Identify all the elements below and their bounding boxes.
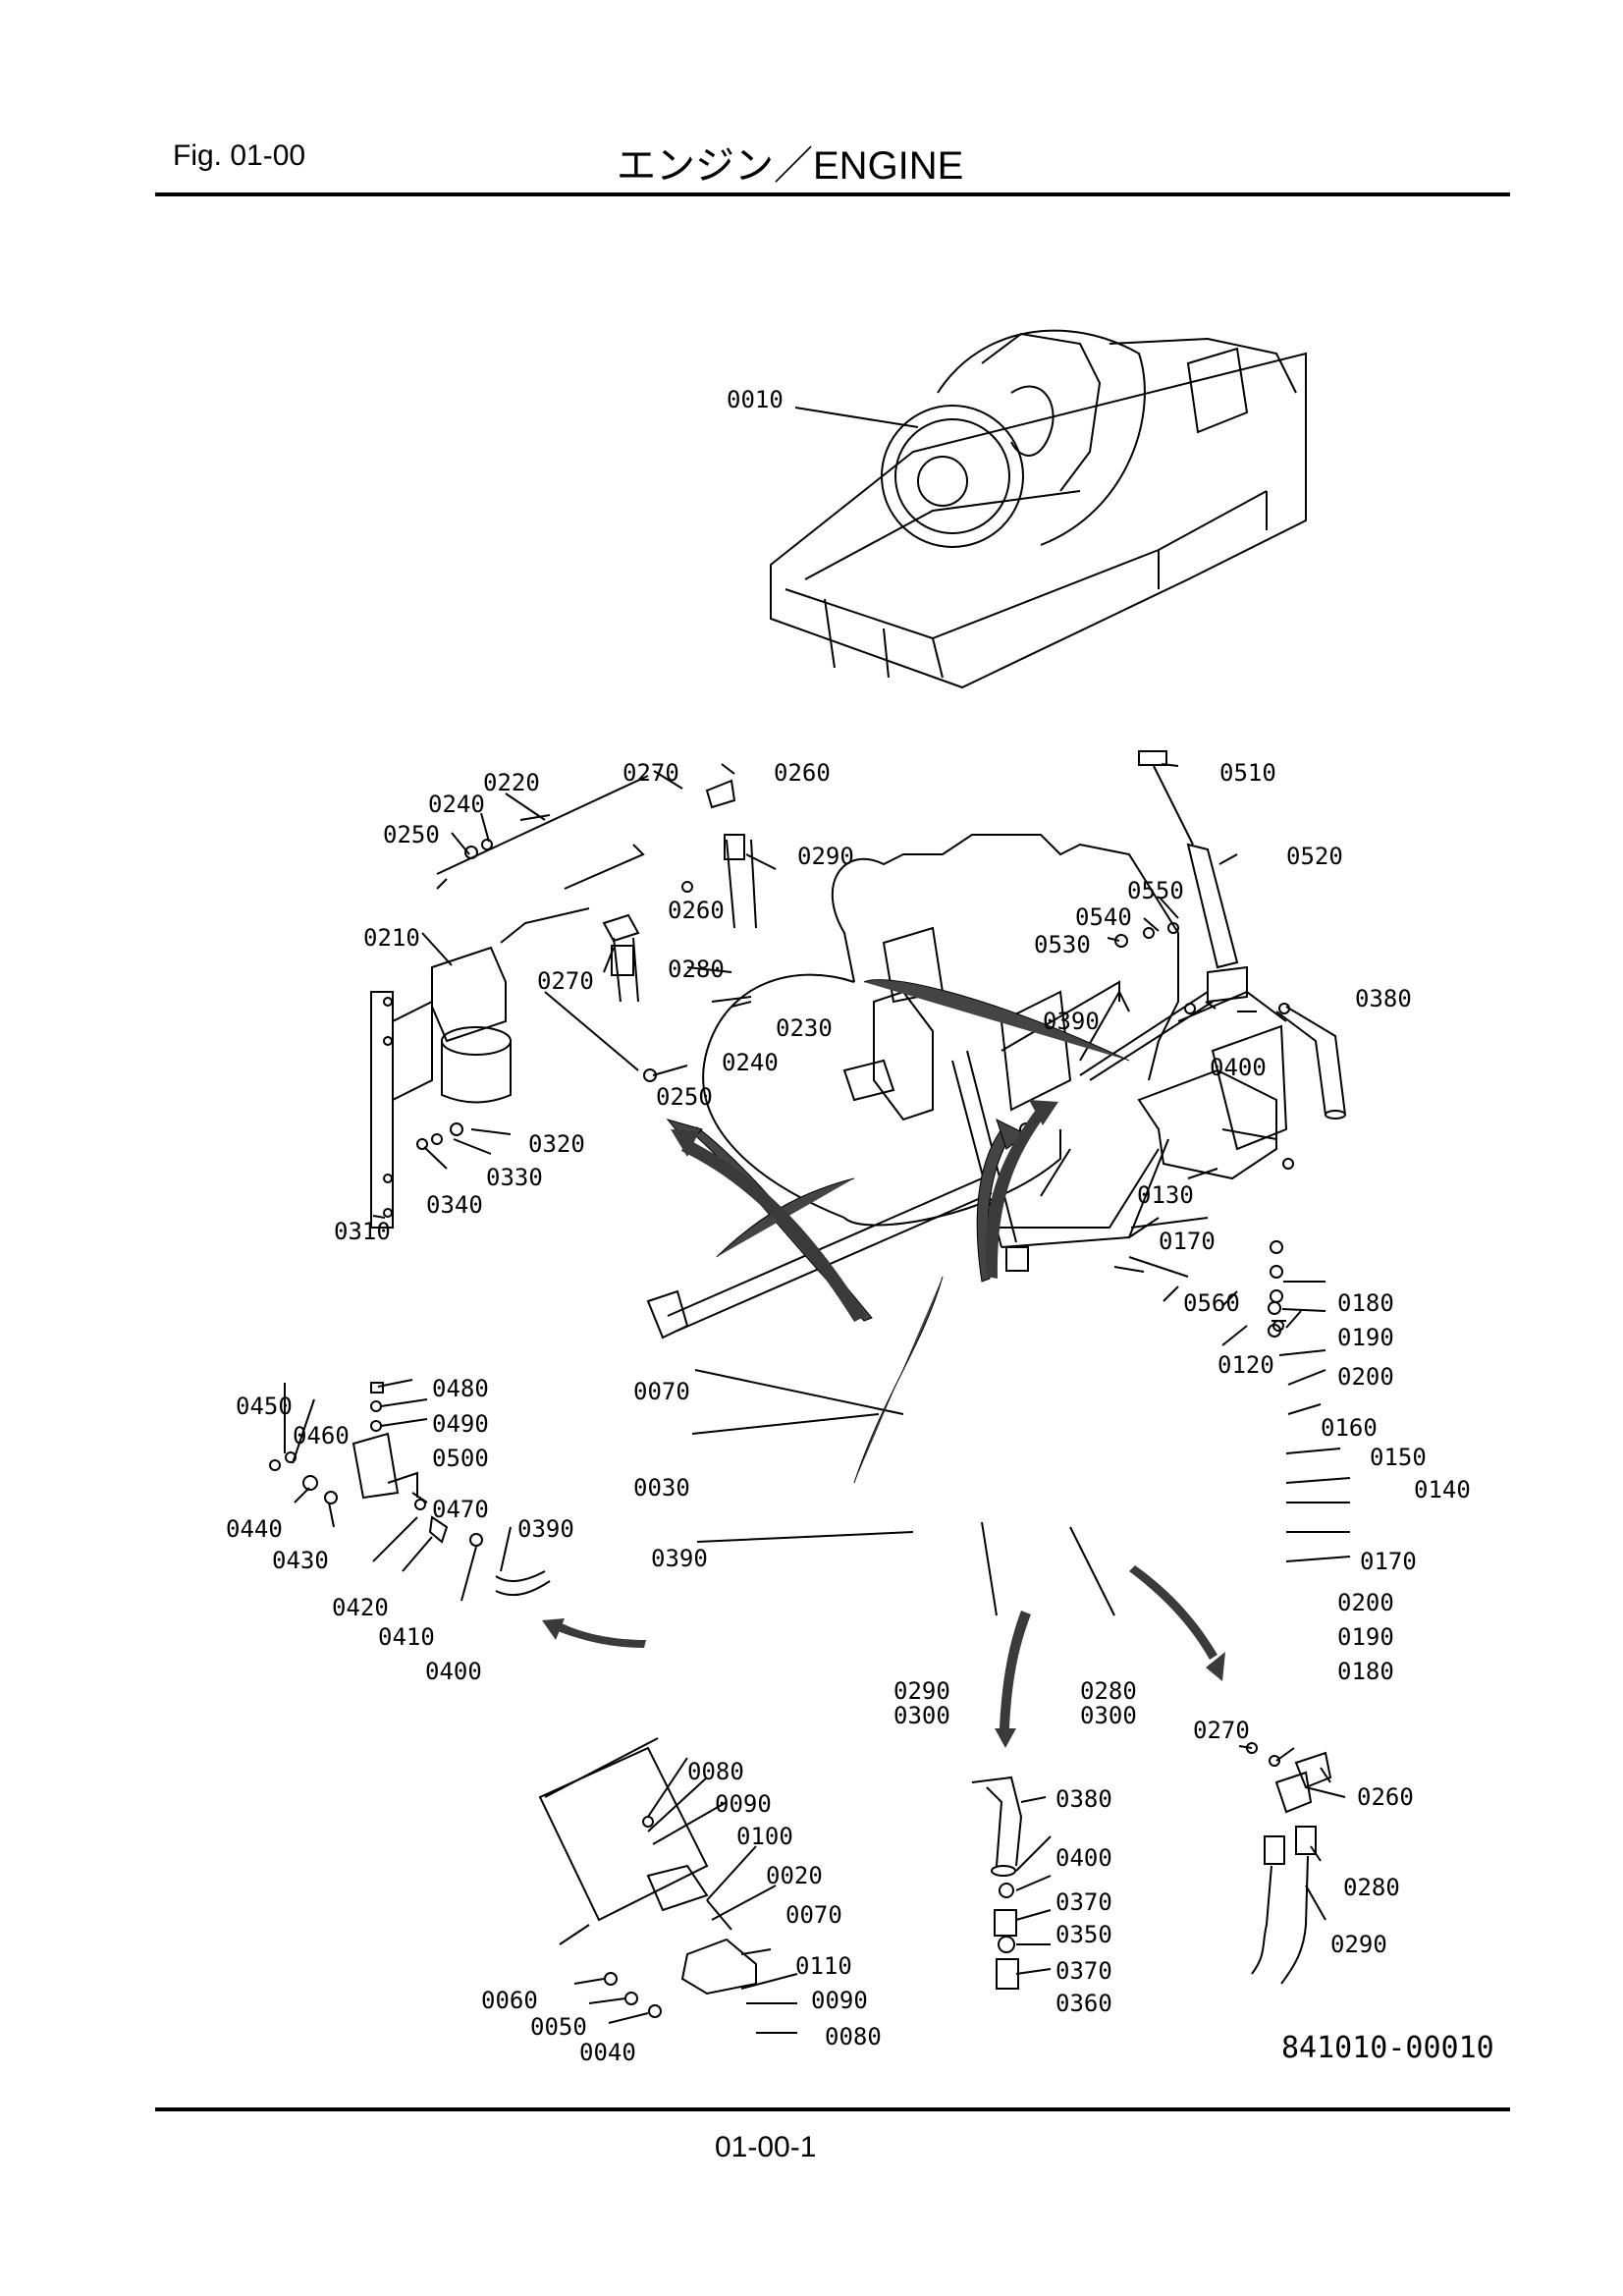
callout-0460: 0460 — [293, 1422, 350, 1449]
callout-0160: 0160 — [1321, 1414, 1378, 1442]
callout-0110: 0110 — [795, 1952, 852, 1980]
callout-0250: 0250 — [383, 821, 440, 848]
callout-0240: 0240 — [428, 791, 485, 818]
page-title: エンジン／ENGINE — [617, 144, 964, 188]
figure-number: Fig. 01-00 — [173, 139, 306, 172]
callout-0180: 0180 — [1337, 1289, 1394, 1317]
hose-fitting-group — [1246, 1742, 1332, 1985]
callout-0300: 0300 — [1080, 1702, 1137, 1729]
callout-0390: 0390 — [651, 1545, 708, 1572]
callout-0490: 0490 — [432, 1410, 489, 1438]
callout-0280: 0280 — [1343, 1874, 1400, 1901]
callout-0220: 0220 — [483, 769, 540, 796]
callout-0370: 0370 — [1055, 1957, 1112, 1985]
engine-assembly-illustration — [770, 329, 1307, 689]
callout-0200: 0200 — [1337, 1589, 1394, 1616]
callout-0100: 0100 — [736, 1823, 793, 1850]
callout-0340: 0340 — [426, 1191, 483, 1219]
callout-0330: 0330 — [486, 1164, 543, 1191]
callout-0530: 0530 — [1034, 931, 1091, 958]
callout-0380: 0380 — [1355, 985, 1412, 1012]
callout-0040: 0040 — [579, 2039, 636, 2066]
callout-0470: 0470 — [432, 1496, 489, 1523]
callout-0380: 0380 — [1055, 1785, 1112, 1813]
callout-0450: 0450 — [236, 1393, 293, 1420]
callout-0520: 0520 — [1286, 843, 1343, 870]
callout-0060: 0060 — [481, 1987, 538, 2014]
callout-0170: 0170 — [1360, 1548, 1417, 1575]
lower-mount-detail — [538, 1746, 757, 2018]
callout-0300: 0300 — [893, 1702, 950, 1729]
callout-0080: 0080 — [825, 2023, 882, 2050]
callout-0400: 0400 — [425, 1658, 482, 1685]
callout-0540: 0540 — [1075, 903, 1132, 931]
callout-0550: 0550 — [1127, 877, 1184, 904]
callout-0280: 0280 — [668, 956, 725, 983]
callout-0170: 0170 — [1159, 1228, 1216, 1255]
callout-0270: 0270 — [537, 967, 594, 995]
callout-0070: 0070 — [785, 1901, 842, 1929]
callout-0090: 0090 — [811, 1987, 868, 2014]
callout-0510: 0510 — [1219, 759, 1276, 787]
callout-0360: 0360 — [1055, 1990, 1112, 2017]
callout-0430: 0430 — [272, 1547, 329, 1574]
callout-0090: 0090 — [715, 1790, 772, 1818]
callout-0080: 0080 — [687, 1758, 744, 1785]
callout-0070: 0070 — [633, 1378, 690, 1405]
callout-0390: 0390 — [517, 1515, 574, 1543]
callout-0280: 0280 — [1080, 1677, 1137, 1705]
callout-0440: 0440 — [226, 1515, 283, 1543]
callout-0350: 0350 — [1055, 1921, 1112, 1948]
callout-0190: 0190 — [1337, 1623, 1394, 1651]
footer-rule — [155, 2107, 1510, 2111]
swoosh-arrows — [542, 1100, 1225, 1748]
left-mount-group — [269, 1382, 551, 1597]
callout-0150: 0150 — [1370, 1444, 1427, 1471]
callout-0320: 0320 — [528, 1130, 585, 1158]
callout-0480: 0480 — [432, 1375, 489, 1402]
page-number: 01-00-1 — [715, 2131, 817, 2163]
callout-0270: 0270 — [622, 759, 679, 787]
header-rule — [155, 192, 1510, 196]
callout-0240: 0240 — [722, 1049, 779, 1076]
callout-0410: 0410 — [378, 1623, 435, 1651]
leader-lines — [284, 407, 1351, 2034]
callout-0140: 0140 — [1414, 1476, 1471, 1503]
callout-0030: 0030 — [633, 1474, 690, 1502]
dipstick-group — [1079, 750, 1346, 1120]
callout-0560: 0560 — [1183, 1289, 1240, 1317]
drawing-number: 841010-00010 — [1281, 2031, 1494, 2065]
oil-filter-bracket-group — [370, 775, 757, 1229]
callout-0290: 0290 — [1330, 1931, 1387, 1958]
callout-0050: 0050 — [530, 2013, 587, 2041]
callout-0420: 0420 — [332, 1594, 389, 1621]
callout-0270: 0270 — [1193, 1717, 1250, 1744]
callout-0200: 0200 — [1337, 1363, 1394, 1391]
callout-0260: 0260 — [774, 759, 831, 787]
callout-0010: 0010 — [727, 386, 784, 413]
callout-0180: 0180 — [1337, 1658, 1394, 1685]
callout-0290: 0290 — [893, 1677, 950, 1705]
drain-group — [971, 1776, 1023, 1990]
callout-0260: 0260 — [668, 897, 725, 924]
callout-0290: 0290 — [797, 843, 854, 870]
callout-0260: 0260 — [1357, 1783, 1414, 1811]
callout-0400: 0400 — [1210, 1054, 1267, 1081]
engine-block-hoses-illustration — [646, 834, 1294, 1339]
callout-0190: 0190 — [1337, 1324, 1394, 1351]
callout-0500: 0500 — [432, 1445, 489, 1472]
callout-0390: 0390 — [1043, 1008, 1100, 1035]
callout-0250: 0250 — [656, 1083, 713, 1111]
callout-0230: 0230 — [776, 1014, 833, 1042]
callout-0370: 0370 — [1055, 1888, 1112, 1916]
callout-0130: 0130 — [1137, 1181, 1194, 1209]
callout-labels: 0010 0220 0240 0250 0270 0260 0290 0260 … — [226, 386, 1471, 2066]
callout-0120: 0120 — [1217, 1351, 1274, 1379]
callout-0210: 0210 — [363, 924, 420, 952]
callout-0310: 0310 — [334, 1218, 391, 1245]
callout-0400: 0400 — [1055, 1844, 1112, 1872]
callout-0020: 0020 — [766, 1862, 823, 1889]
